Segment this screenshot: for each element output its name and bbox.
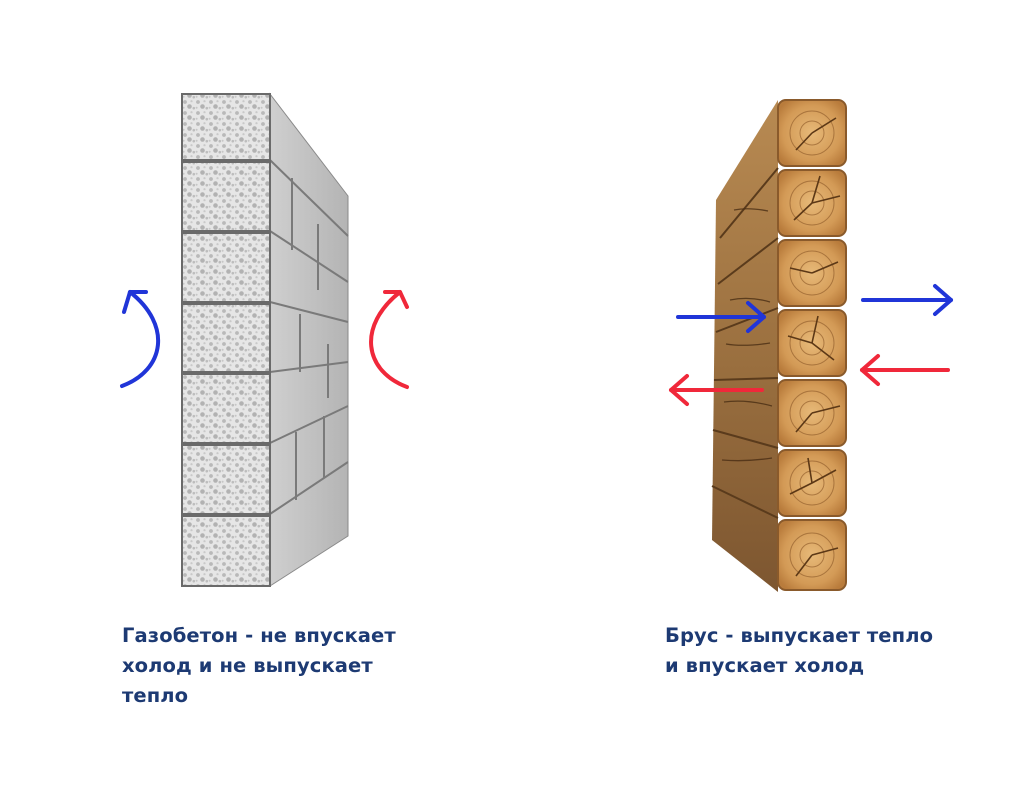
caption-line: и впускает холод — [665, 654, 864, 677]
concrete-wall-side-face — [270, 94, 348, 586]
aerated-concrete-wall — [182, 94, 348, 586]
timber-end-grain-faces — [778, 100, 846, 590]
timber-wall-side-face — [712, 100, 778, 592]
caption-line: Брус - выпускает тепло — [665, 624, 933, 647]
arrow-left-icon — [862, 356, 948, 384]
aerated-concrete-caption: Газобетон - не впускает холод и не выпус… — [122, 621, 422, 711]
curved-arrow-up-right-icon — [371, 292, 407, 387]
caption-line: холод и не выпускает — [122, 654, 373, 677]
timber-caption: Брус - выпускает тепло и впускает холод — [665, 621, 1005, 681]
caption-line: Газобетон - не впускает — [122, 624, 396, 647]
caption-line: тепло — [122, 684, 188, 707]
arrow-right-icon — [863, 286, 951, 314]
curved-arrow-up-left-icon — [122, 292, 158, 386]
concrete-block-faces — [182, 94, 270, 586]
timber-beam-wall — [712, 100, 846, 592]
